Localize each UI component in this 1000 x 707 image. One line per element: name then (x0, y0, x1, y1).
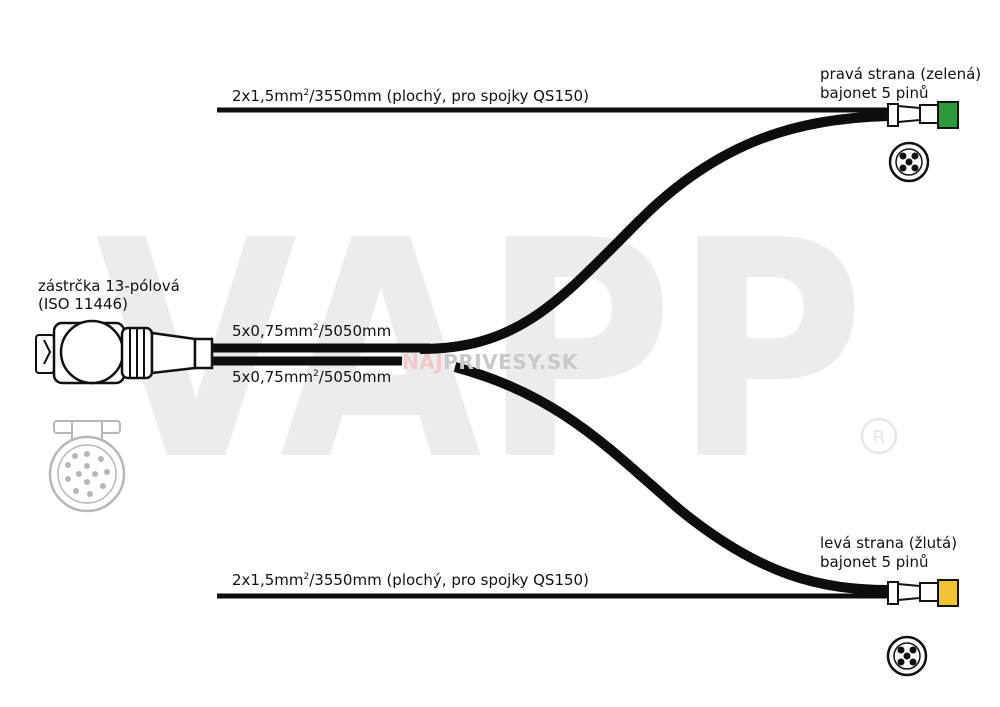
left-side-label: levá strana (žlutá) (820, 534, 958, 552)
watermark-naj: NAJ (402, 350, 444, 374)
watermark-sk: .SK (538, 350, 578, 374)
main-cable-upper-label: 5x0,75mm2/5050mm (232, 322, 392, 340)
bottom-cable-label: 2x1,5mm2/3550mm (plochý, pro spojky QS15… (232, 571, 589, 589)
main-cable-lower-label: 5x0,75mm2/5050mm (232, 368, 392, 386)
bayonet-5-pin-face-right (888, 141, 930, 183)
bayonet-5-pin-face-left (886, 635, 928, 677)
plug-standard-label: (ISO 11446) (38, 295, 128, 313)
svg-text:R: R (873, 427, 886, 448)
left-side-bayonet-label: bajonet 5 pinů (820, 553, 929, 571)
yellow-bayonet-connector (887, 579, 959, 607)
watermark-privesy: PRIVESY (443, 350, 539, 374)
branch-left-side (453, 362, 891, 595)
plug-13-pin-face-view (48, 420, 126, 513)
green-bayonet-connector (887, 101, 959, 129)
branch-right-side (419, 111, 891, 354)
plug-label: zástrčka 13-pólová (38, 277, 180, 295)
top-cable-label: 2x1,5mm2/3550mm (plochý, pro spojky QS15… (232, 87, 589, 105)
najprivesy-watermark: NAJPRIVESY.SK (402, 350, 578, 374)
right-side-bayonet-label: bajonet 5 pinů (820, 84, 929, 102)
plug-13-pin-side-view (35, 319, 214, 385)
right-side-label: pravá strana (zelená) (820, 65, 982, 83)
